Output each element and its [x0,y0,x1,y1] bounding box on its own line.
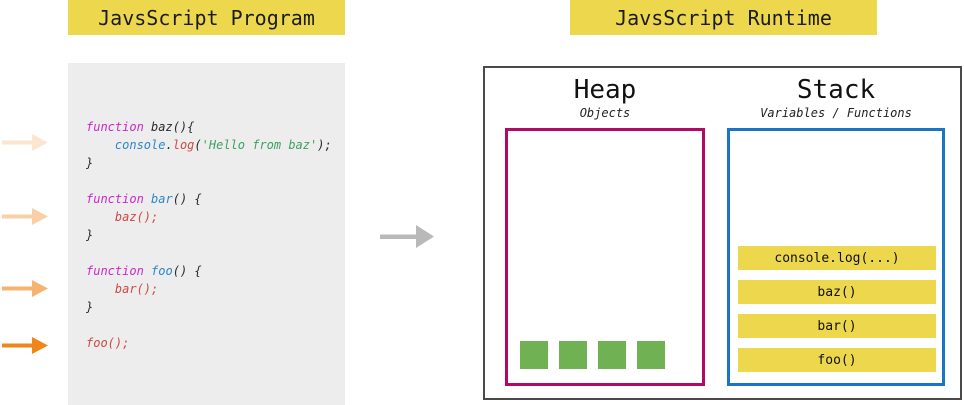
code-token: bar [151,192,173,206]
runtime-box: Heap Objects Stack Variables / Functions… [483,66,962,400]
code-token: ); [317,138,332,152]
code-token: function [86,120,152,134]
code-token: } [86,300,94,314]
code-line: } [86,154,332,172]
code-token: baz(); [114,210,159,224]
code-line: } [86,298,332,316]
code-token: . [165,138,173,152]
code-token [86,138,115,152]
program-to-runtime-arrow-icon [380,225,434,248]
code-token [86,282,115,296]
stack-subtitle: Variables / Functions [760,106,912,120]
heap-object [520,341,548,369]
stack-frame: console.log(...) [738,246,936,270]
code-token: () { [172,264,202,278]
stack-title: Stack [796,75,876,105]
stack-frame: bar() [738,314,936,338]
execution-arrow-1-icon [2,134,48,151]
code-token: log [172,138,195,152]
code-line: foo(); [86,334,332,352]
stack-frame: foo() [738,348,936,372]
code-line: function foo() { [86,262,332,280]
heap-header: Heap Objects [505,76,705,120]
code-token: foo [151,264,173,278]
heap-objects [520,341,665,369]
code-token: foo(); [86,336,130,350]
code-panel: function baz(){ console.log('Hello from … [68,63,345,405]
code-line: console.log('Hello from baz'); [86,136,332,154]
stack-frame: baz() [738,280,936,304]
heap-object [559,341,587,369]
heap-title: Heap [573,75,637,105]
code-line: function bar() { [86,190,332,208]
code-line: baz(); [86,208,332,226]
stack-header: Stack Variables / Functions [727,76,945,120]
code-line [86,244,332,262]
code-block: function baz(){ console.log('Hello from … [86,118,332,352]
code-token: ( [194,138,202,152]
code-line [86,316,332,334]
code-token: baz(){ [151,120,195,134]
code-token: } [86,156,94,170]
heap-subtitle: Objects [579,106,631,120]
code-line: } [86,226,332,244]
code-token: console [114,138,166,152]
code-token: 'Hello from baz' [201,138,318,152]
code-line [86,172,332,190]
heap-object [598,341,626,369]
heap-box [505,128,705,386]
runtime-title: JavsScript Runtime [570,0,877,35]
code-token: bar(); [114,282,159,296]
code-line: function baz(){ [86,118,332,136]
execution-arrow-4-icon [2,337,48,354]
code-token: function [86,264,152,278]
code-token [86,210,115,224]
execution-arrow-2-icon [2,208,48,225]
execution-arrow-3-icon [2,280,48,297]
code-token: function [86,192,152,206]
stack-frames: console.log(...) baz() bar() foo() [738,246,936,372]
code-token: () { [172,192,202,206]
stack-box: console.log(...) baz() bar() foo() [727,128,945,386]
heap-object [637,341,665,369]
program-title: JavsScript Program [68,0,345,35]
code-line: bar(); [86,280,332,298]
code-token: } [86,228,94,242]
